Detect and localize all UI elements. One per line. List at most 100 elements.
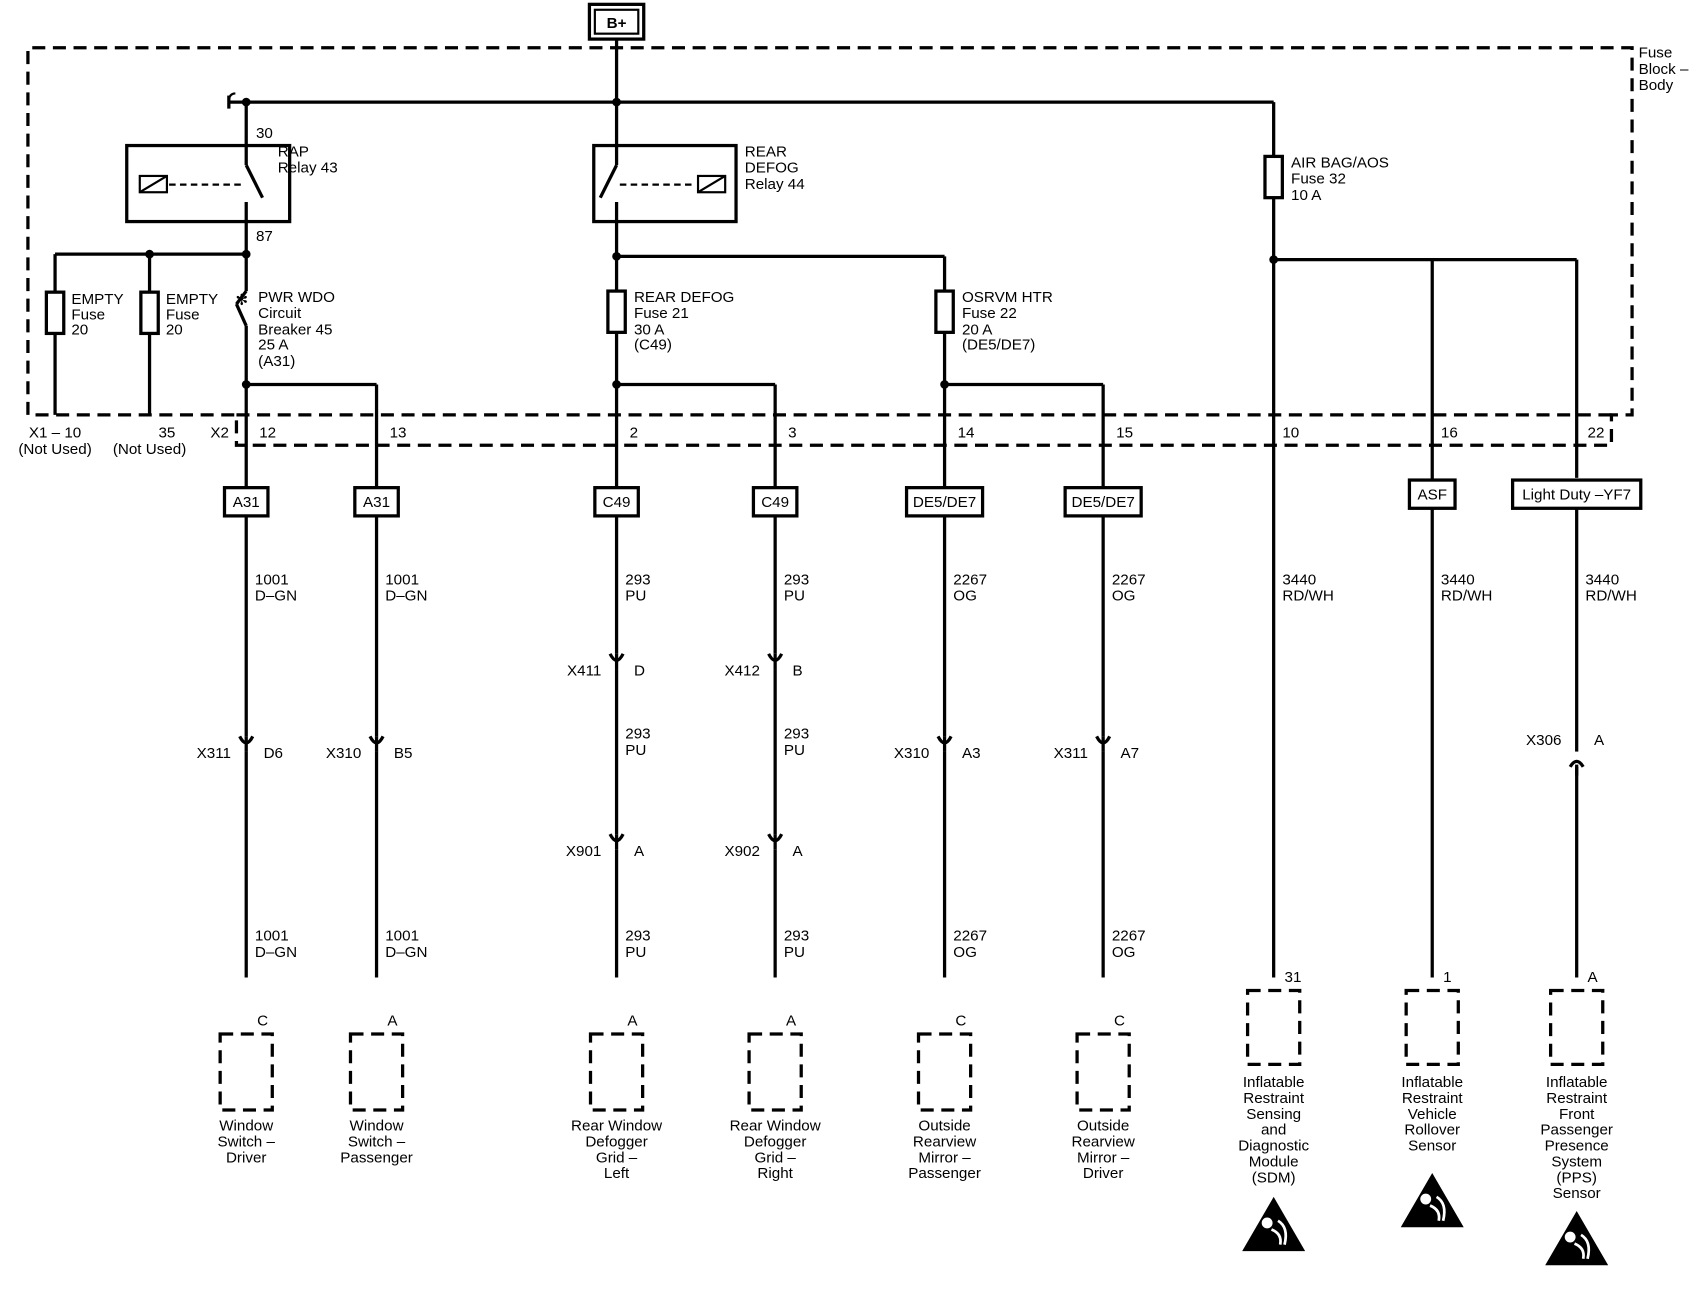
fuse-block-label-3: Body <box>1639 77 1674 94</box>
wire-color: PU <box>625 588 646 605</box>
rear-defog-relay-l1: REAR <box>745 143 787 160</box>
wire-number: 1001 <box>255 928 289 945</box>
pin-number: 10 <box>1282 425 1299 442</box>
component-label: Passenger <box>1540 1122 1613 1139</box>
component-label: Window <box>219 1118 273 1135</box>
fuse-block-label-2: Block – <box>1639 61 1689 78</box>
option-label: DE5/DE7 <box>913 494 976 511</box>
connector-pin-label: B5 <box>394 745 413 762</box>
pin-35-note: (Not Used) <box>113 441 186 458</box>
pin-number: 22 <box>1588 425 1605 442</box>
component-label: Inflatable <box>1243 1074 1305 1091</box>
wire-color: D–GN <box>255 944 297 961</box>
wire-number: 293 <box>784 726 809 743</box>
option-label: Light Duty –YF7 <box>1522 487 1631 504</box>
component-box <box>916 1032 973 1112</box>
pin-number: 2 <box>630 425 638 442</box>
option-box <box>1510 478 1643 510</box>
component-label: Defogger <box>744 1133 806 1150</box>
component-label: Rearview <box>913 1133 976 1150</box>
wire-color: PU <box>784 742 805 759</box>
component-label: Outside <box>918 1118 970 1135</box>
connector-id: X311 <box>1054 745 1088 762</box>
wire-number: 2267 <box>1112 571 1146 588</box>
component-label: Defogger <box>585 1133 647 1150</box>
connector-id: X310 <box>894 745 929 762</box>
empty-fuse-2-l3: 20 <box>166 322 183 339</box>
terminal-pin: 31 <box>1285 969 1302 986</box>
wire-number: 3440 <box>1585 571 1619 588</box>
component-label: Outside <box>1077 1118 1129 1135</box>
airbag-warning-icon <box>1242 1196 1306 1252</box>
wire-color: PU <box>625 944 646 961</box>
component-label: Inflatable <box>1401 1074 1463 1091</box>
component-box <box>1404 988 1460 1066</box>
component-label: Passenger <box>340 1149 413 1166</box>
airbag-warning-icon <box>1400 1172 1464 1228</box>
wire-number: 293 <box>625 571 650 588</box>
osrvm-fuse-l1: OSRVM HTR <box>962 289 1053 306</box>
option-label: C49 <box>603 494 631 511</box>
wire-color: PU <box>784 944 805 961</box>
osrvm-fuse-l3: 20 A <box>962 322 993 339</box>
connector-pin-label: A7 <box>1121 745 1140 762</box>
wire-number: 1001 <box>385 571 419 588</box>
svg-text:✻: ✻ <box>235 292 248 309</box>
component-label: Restraint <box>1546 1090 1608 1107</box>
component-label: Left <box>604 1165 630 1182</box>
terminal-pin: A <box>627 1012 638 1029</box>
wire-number: 1001 <box>255 571 289 588</box>
component-label: (SDM) <box>1252 1169 1296 1186</box>
pwr-wdo-l5: (A31) <box>258 353 295 370</box>
component-box <box>1245 988 1302 1066</box>
connector-pin-label: A <box>793 843 804 860</box>
pwr-wdo-l1: PWR WDO <box>258 289 335 306</box>
connector-id: X311 <box>197 745 231 762</box>
osrvm-fuse-l4: (DE5/DE7) <box>962 337 1035 354</box>
component-label: Front <box>1559 1106 1595 1123</box>
option-label: A31 <box>363 494 390 511</box>
component-label: Grid – <box>754 1149 796 1166</box>
power-source: B+ <box>587 2 646 41</box>
component-label: Presence <box>1545 1138 1609 1155</box>
component-label: System <box>1551 1153 1602 1170</box>
connector-pin-label: A3 <box>962 745 981 762</box>
fuse-block-label-1: Fuse <box>1639 45 1673 62</box>
connector-id: X412 <box>724 663 759 680</box>
component-label: Grid – <box>596 1149 638 1166</box>
pwr-wdo-l3: Breaker 45 <box>258 322 332 339</box>
option-label: ASF <box>1417 487 1447 504</box>
wire-number: 293 <box>625 928 650 945</box>
component-label: Restraint <box>1402 1090 1464 1107</box>
main-bus <box>227 39 1274 146</box>
terminal-pin: 1 <box>1443 969 1451 986</box>
pwr-wdo-l4: 25 A <box>258 337 289 354</box>
option-box <box>353 486 400 518</box>
wire-color: OG <box>953 588 977 605</box>
rear-defog-relay-l3: Relay 44 <box>745 176 805 193</box>
wire-color: RD/WH <box>1282 588 1333 605</box>
option-label: A31 <box>233 494 260 511</box>
rear-defog-fuse-l3: 30 A <box>634 322 665 339</box>
terminal-pin: A <box>1588 969 1599 986</box>
component-box <box>218 1032 274 1112</box>
connector-pin-label: A <box>634 843 645 860</box>
connector-pin-label: A <box>1594 732 1605 749</box>
wire-number: 3440 <box>1282 571 1316 588</box>
pin-number: 15 <box>1116 425 1133 442</box>
component-box <box>747 1032 803 1112</box>
component-label: Module <box>1249 1153 1299 1170</box>
airbag-fuse-l2: Fuse 32 <box>1291 171 1346 188</box>
rear-defog-fuse-l4: (C49) <box>634 337 672 354</box>
airbag-warning-icon <box>1545 1210 1609 1266</box>
rap-relay-label-2: Relay 43 <box>278 160 338 177</box>
wire-color: OG <box>1112 588 1136 605</box>
empty-fuse-1-l1: EMPTY <box>71 291 123 308</box>
component-label: Rearview <box>1071 1133 1134 1150</box>
wire-color: D–GN <box>385 944 427 961</box>
wire-number: 2267 <box>1112 928 1146 945</box>
connector-id: X306 <box>1526 732 1561 749</box>
terminal-pin: C <box>955 1012 966 1029</box>
connector-symbol <box>1568 759 1585 768</box>
component-box <box>1548 988 1605 1066</box>
